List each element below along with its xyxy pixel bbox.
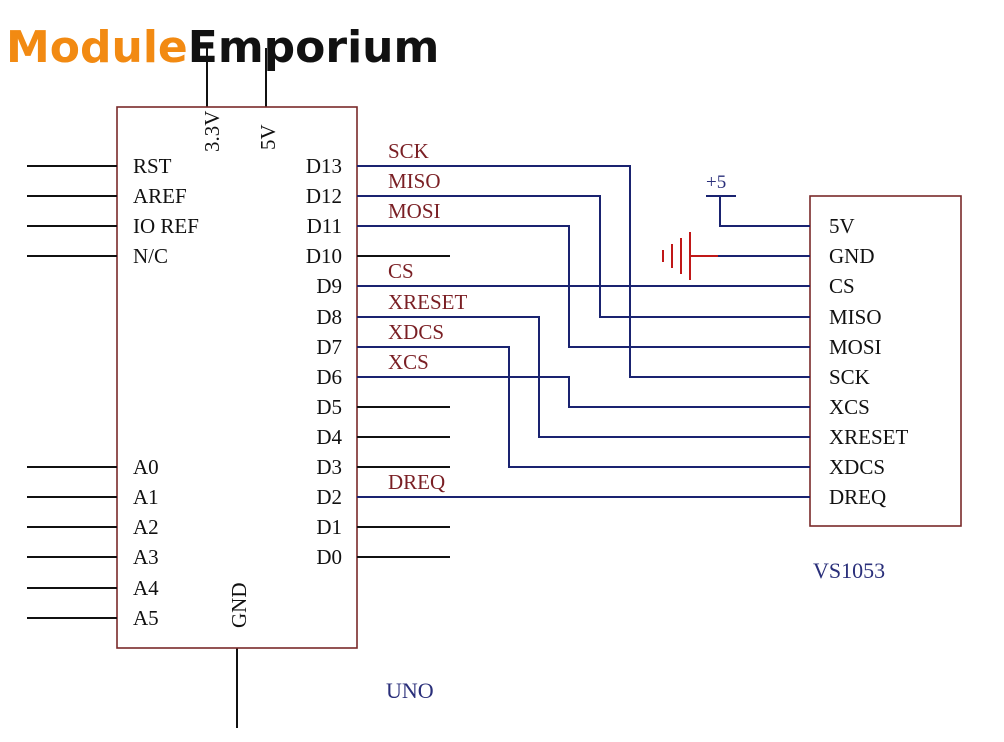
signal-dreq: DREQ bbox=[388, 470, 445, 494]
uno-pin-a3: A3 bbox=[133, 545, 159, 569]
signal-sck: SCK bbox=[388, 139, 429, 163]
uno-pin-a1: A1 bbox=[133, 485, 159, 509]
power-label: +5 bbox=[706, 172, 726, 193]
wire-xcs bbox=[357, 376, 810, 408]
wire-sck bbox=[357, 165, 810, 378]
ground-symbol bbox=[662, 232, 718, 280]
uno-pin-ioref: IO REF bbox=[133, 214, 199, 238]
vs1053-pin-mosi: MOSI bbox=[829, 335, 882, 359]
uno-pin-a0: A0 bbox=[133, 455, 159, 479]
vs1053-pin-xdcs: XDCS bbox=[829, 455, 885, 479]
uno-left-pin-lines bbox=[27, 165, 117, 619]
uno-pin-d11: D11 bbox=[307, 214, 342, 238]
signal-mosi: MOSI bbox=[388, 199, 441, 223]
uno-pin-d1: D1 bbox=[316, 515, 342, 539]
vs1053-pin-miso: MISO bbox=[829, 305, 882, 329]
uno-right-pin-stubs bbox=[357, 255, 450, 558]
uno-pin-d8: D8 bbox=[316, 305, 342, 329]
uno-pin-d12: D12 bbox=[306, 184, 342, 208]
uno-pin-d6: D6 bbox=[316, 365, 342, 389]
wire-miso bbox=[357, 195, 810, 318]
uno-pin-d10: D10 bbox=[306, 244, 342, 268]
uno-pin-aref: AREF bbox=[133, 184, 187, 208]
signal-cs: CS bbox=[388, 259, 414, 283]
uno-pin-d5: D5 bbox=[316, 395, 342, 419]
signal-xreset: XRESET bbox=[388, 290, 468, 314]
uno-pin-d13: D13 bbox=[306, 154, 342, 178]
vs1053-pin-5v: 5V bbox=[829, 214, 855, 238]
vs1053-pin-cs: CS bbox=[829, 274, 855, 298]
vs1053-pin-gnd: GND bbox=[829, 244, 875, 268]
uno-pin-gnd: GND bbox=[227, 583, 251, 629]
vs1053-box bbox=[809, 195, 962, 527]
wire-xdcs bbox=[357, 346, 810, 468]
uno-box bbox=[116, 106, 358, 649]
uno-pin-a4: A4 bbox=[133, 576, 159, 600]
vs1053-pin-xcs: XCS bbox=[829, 395, 870, 419]
uno-pin-a2: A2 bbox=[133, 515, 159, 539]
uno-pin-d9: D9 bbox=[316, 274, 342, 298]
uno-pin-5v: 5V bbox=[256, 124, 280, 150]
uno-pin-d7: D7 bbox=[316, 335, 342, 359]
uno-name: UNO bbox=[386, 678, 434, 703]
uno-pin-3v3: 3.3V bbox=[200, 111, 224, 152]
uno-pin-rst: RST bbox=[133, 154, 172, 178]
logo-emporium: Emporium bbox=[188, 22, 440, 73]
vs1053-pin-dreq: DREQ bbox=[829, 485, 886, 509]
signal-miso: MISO bbox=[388, 169, 441, 193]
uno-pin-a5: A5 bbox=[133, 606, 159, 630]
signal-xdcs: XDCS bbox=[388, 320, 444, 344]
logo-module: Module bbox=[6, 22, 188, 73]
vs1053-pin-xreset: XRESET bbox=[829, 425, 909, 449]
wire-5v bbox=[719, 196, 810, 227]
logo: ModuleEmporium bbox=[6, 22, 439, 73]
uno-pin-d0: D0 bbox=[316, 545, 342, 569]
uno-pin-d2: D2 bbox=[316, 485, 342, 509]
uno-pin-nc: N/C bbox=[133, 244, 168, 268]
vs1053-name: VS1053 bbox=[813, 558, 885, 583]
signal-xcs: XCS bbox=[388, 350, 429, 374]
uno-pin-d4: D4 bbox=[316, 425, 342, 449]
vs1053-pin-sck: SCK bbox=[829, 365, 870, 389]
uno-pin-d3: D3 bbox=[316, 455, 342, 479]
